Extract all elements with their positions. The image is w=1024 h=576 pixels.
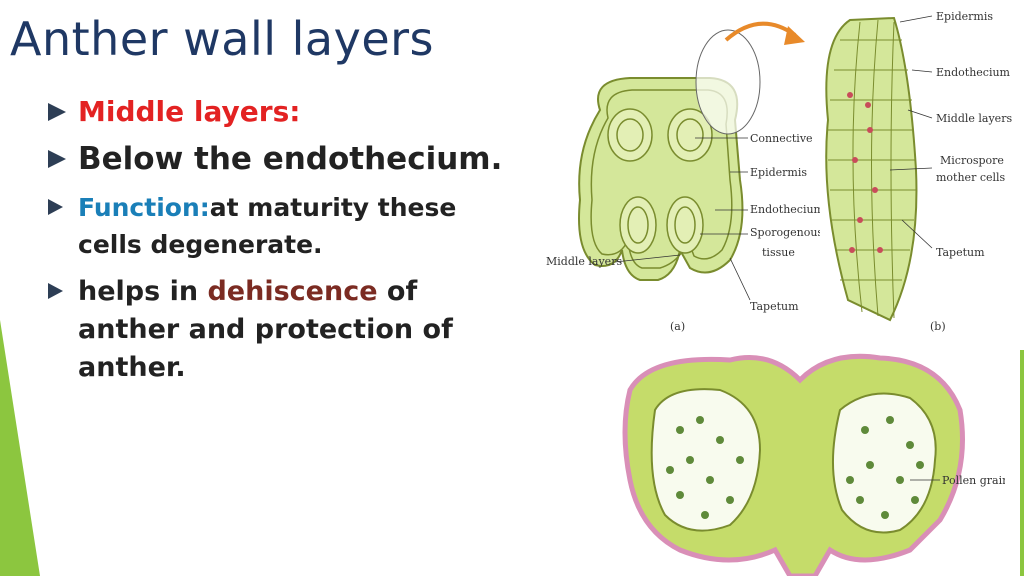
microspore-mother-cells bbox=[847, 92, 883, 253]
label-microspore: Microspore bbox=[940, 154, 1004, 167]
bullet-arrow-icon bbox=[48, 150, 66, 168]
function-text: at maturity these cells degenerate. bbox=[78, 193, 457, 259]
label-endothecium: Endothecium bbox=[750, 203, 820, 216]
bullet-list: Middle layers: Below the endothecium. Fu… bbox=[48, 94, 518, 387]
bullet-middle-layers: Middle layers: bbox=[48, 94, 518, 130]
dehiscence-word: dehiscence bbox=[207, 276, 378, 307]
label-middle-layers-b: Middle layers bbox=[936, 112, 1012, 125]
magnifier-circle bbox=[695, 29, 761, 135]
pollen-grain-dots bbox=[666, 416, 924, 519]
label-leaders bbox=[614, 137, 751, 301]
slide-title: Anther wall layers bbox=[10, 12, 435, 66]
label-middle-layers: Middle layers bbox=[546, 255, 622, 268]
accent-triangle bbox=[0, 320, 40, 576]
orange-arrowhead-icon bbox=[784, 26, 805, 45]
label-pollen-grains: Pollen grains bbox=[942, 474, 1005, 487]
function-label: Function: bbox=[78, 193, 210, 222]
bullet-arrow-icon bbox=[48, 199, 63, 215]
label-epidermis-b: Epidermis bbox=[936, 10, 993, 23]
bullet-arrow-icon bbox=[48, 103, 66, 121]
label-epidermis: Epidermis bbox=[750, 166, 807, 179]
pollen-sacs bbox=[607, 108, 713, 254]
label-leaders-b bbox=[889, 15, 933, 249]
bullet-text: Below the endothecium. bbox=[78, 141, 503, 177]
accent-edge bbox=[1020, 350, 1024, 576]
anther-cross-section-micrograph: Pollen grains bbox=[622, 353, 1005, 576]
anther-section-diagram-a: Connective Epidermis Endothecium Sporoge… bbox=[546, 21, 820, 333]
label-connective: Connective bbox=[750, 132, 813, 145]
middle-layers-heading: Middle layers: bbox=[78, 95, 301, 128]
dehiscence-post: of anther and protection of anther. bbox=[78, 276, 453, 383]
bullet-below-endothecium: Below the endothecium. bbox=[48, 140, 518, 179]
label-endothecium-b: Endothecium bbox=[936, 66, 1011, 79]
label-tapetum-b: Tapetum bbox=[936, 246, 985, 259]
anther-wall-diagram-b: Epidermis Endothecium Middle layers Micr… bbox=[825, 10, 1012, 333]
label-mother-cells: mother cells bbox=[936, 171, 1006, 184]
label-sporogenous: Sporogenous bbox=[750, 226, 820, 239]
bullet-function: Function:at maturity these cells degener… bbox=[48, 189, 518, 263]
label-tissue: tissue bbox=[762, 246, 795, 259]
dehiscence-pre: helps in bbox=[78, 276, 208, 307]
caption-b: (b) bbox=[930, 320, 946, 333]
bullet-arrow-icon bbox=[48, 283, 63, 299]
caption-a: (a) bbox=[670, 320, 685, 333]
label-tapetum: Tapetum bbox=[750, 300, 799, 313]
bullet-dehiscence: helps in dehiscence of anther and protec… bbox=[48, 273, 518, 387]
